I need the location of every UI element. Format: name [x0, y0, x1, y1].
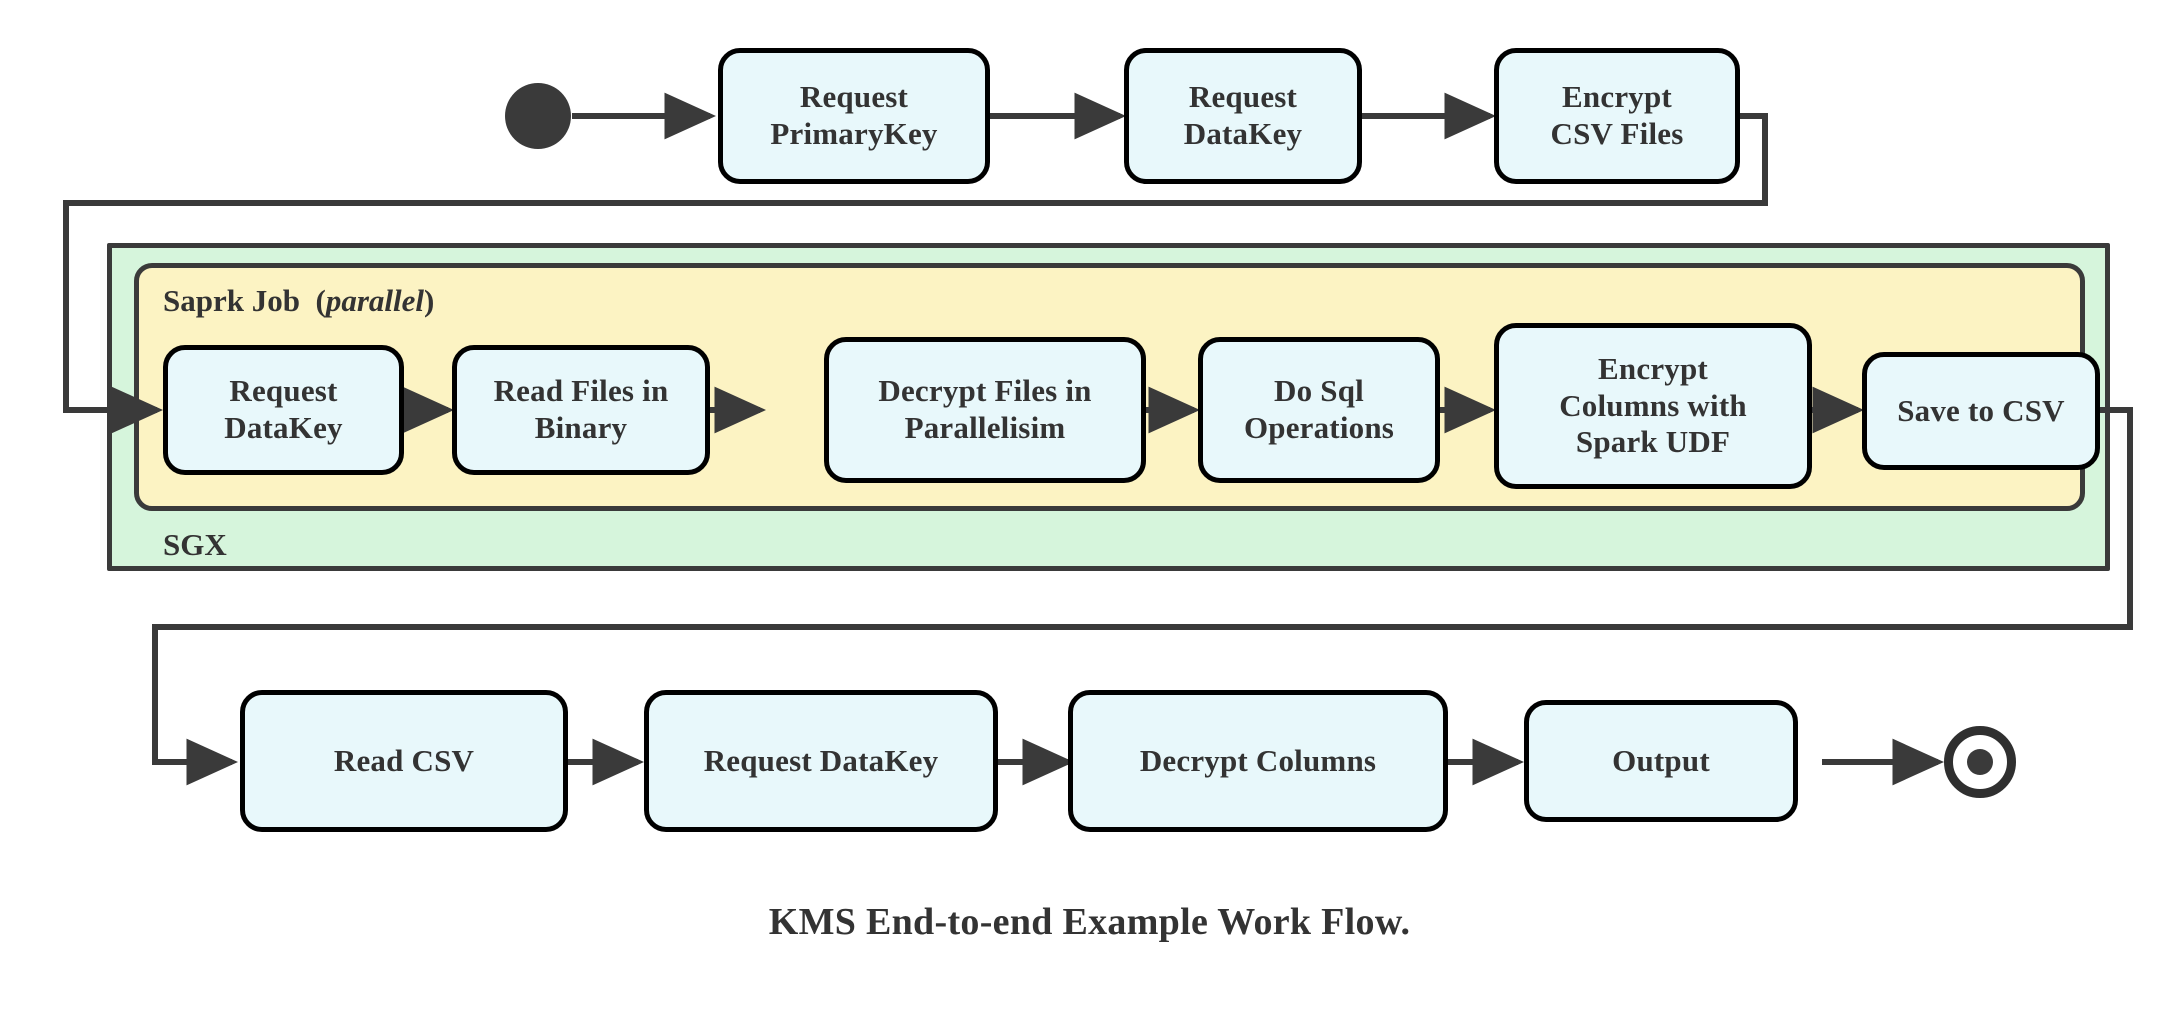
node-label: Decrypt Files in Parallelisim — [878, 373, 1092, 445]
node-label: Request DataKey — [1183, 79, 1303, 151]
node-label: Read Files in Binary — [493, 373, 669, 445]
node-request-datakey-spark[interactable]: Request DataKey — [163, 345, 404, 475]
spark-job-label-paren-open: ( — [315, 283, 326, 318]
node-decrypt-columns[interactable]: Decrypt Columns — [1068, 690, 1448, 832]
node-request-datakey-bottom[interactable]: Request DataKey — [644, 690, 998, 832]
node-label: Encrypt CSV Files — [1550, 79, 1684, 151]
node-label: Output — [1612, 742, 1710, 778]
node-label: Read CSV — [333, 742, 475, 778]
node-do-sql-operations[interactable]: Do Sql Operations — [1198, 337, 1440, 483]
node-encrypt-csv-files[interactable]: Encrypt CSV Files — [1494, 48, 1740, 184]
node-label: Request DataKey — [224, 373, 343, 445]
node-label: Decrypt Columns — [1139, 742, 1377, 778]
node-save-to-csv[interactable]: Save to CSV — [1862, 352, 2100, 470]
node-encrypt-columns-with-spark-udf[interactable]: Encrypt Columns with Spark UDF — [1494, 323, 1812, 489]
spark-job-label-main: Saprk Job — [163, 283, 300, 318]
sgx-label: SGX — [163, 527, 227, 562]
node-output[interactable]: Output — [1524, 700, 1798, 822]
spark-job-label-italic: parallel — [325, 283, 424, 318]
node-request-datakey-top[interactable]: Request DataKey — [1124, 48, 1362, 184]
node-label: Save to CSV — [1897, 392, 2065, 428]
spark-job-label-paren-close: ) — [423, 283, 435, 318]
node-read-csv[interactable]: Read CSV — [240, 690, 568, 832]
start-node — [505, 83, 571, 149]
node-decrypt-files-in-parallelisim[interactable]: Decrypt Files in Parallelisim — [824, 337, 1146, 483]
end-node — [1944, 726, 2016, 798]
node-label: Request DataKey — [703, 742, 939, 778]
node-label: Request PrimaryKey — [770, 79, 938, 151]
node-request-primarykey[interactable]: Request PrimaryKey — [718, 48, 990, 184]
end-node-inner-dot — [1967, 749, 1993, 775]
node-read-files-in-binary[interactable]: Read Files in Binary — [452, 345, 710, 475]
diagram-caption: KMS End-to-end Example Work Flow. — [768, 901, 1411, 943]
node-label: Encrypt Columns with Spark UDF — [1559, 351, 1747, 460]
spark-job-label: Saprk Job (parallel) — [163, 283, 434, 319]
node-label: Do Sql Operations — [1243, 373, 1395, 445]
